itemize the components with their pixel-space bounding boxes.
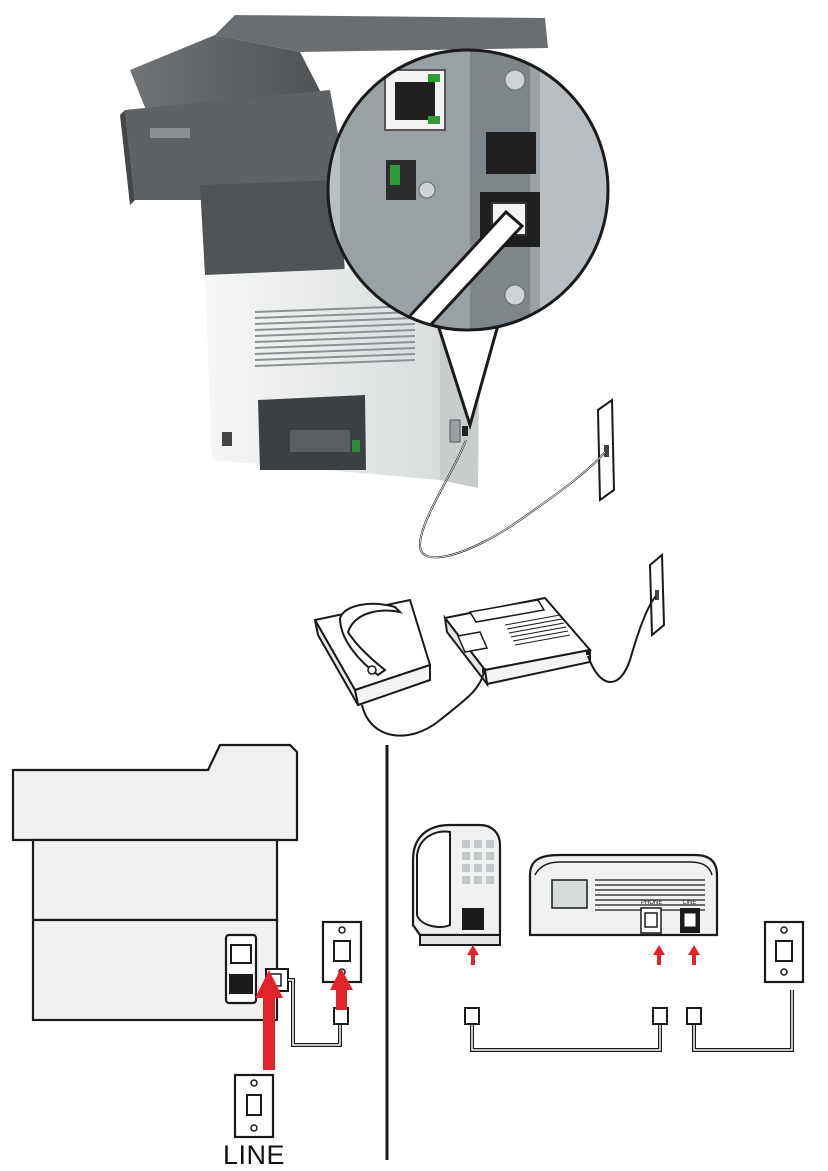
wall-jack-label: LINE [222, 1140, 286, 1170]
magnifier-callout [326, 48, 610, 431]
small-red-arrows [467, 945, 700, 965]
vent-grille [254, 305, 416, 367]
red-arrow-icon [255, 970, 283, 1070]
wall-jack-3d-2 [648, 552, 666, 638]
wall-jack-3d [596, 398, 616, 502]
phone-schematic [411, 823, 502, 946]
phone-3d [313, 598, 432, 707]
answering-machine-schematic [528, 853, 719, 937]
line-port-label: LINE [683, 900, 696, 906]
printer-back-schematic [11, 743, 299, 1022]
machine-line-cable [587, 595, 657, 683]
bottom-cables [464, 990, 794, 1052]
wall-jack-right [321, 920, 363, 984]
answering-machine-3d [443, 596, 592, 688]
phone-port-label: PHONE [641, 900, 662, 906]
printer-phone-port [229, 944, 253, 994]
cable-plug-bottom [333, 1007, 349, 1025]
phone-cable [361, 671, 485, 737]
wall-jack-right-2 [763, 920, 805, 984]
red-arrow-icon-2 [330, 968, 353, 1010]
wall-jack-line [233, 1073, 275, 1139]
